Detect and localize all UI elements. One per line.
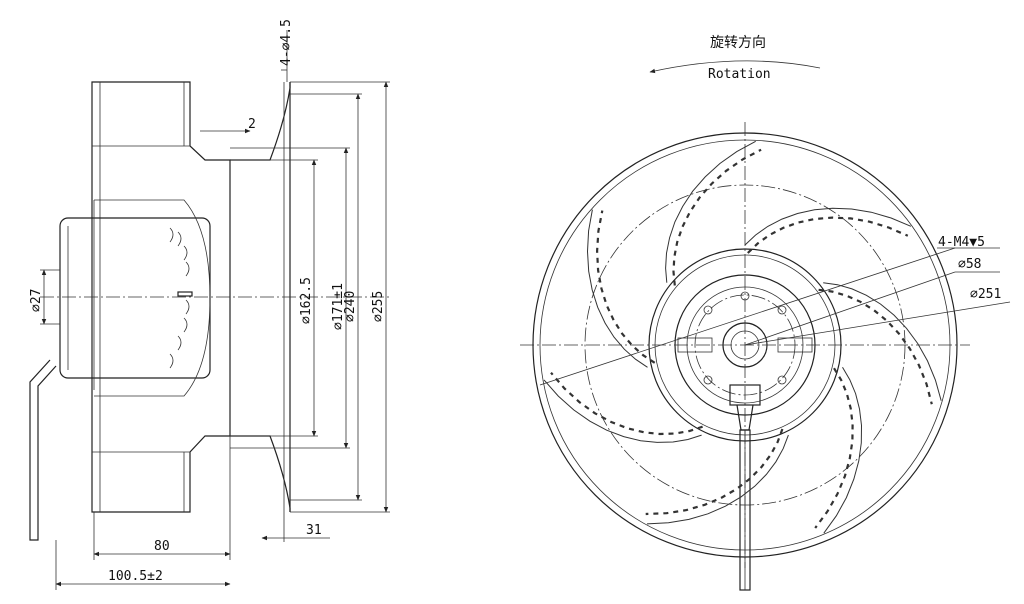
blade-outline xyxy=(744,207,912,246)
rotation-arrow xyxy=(649,60,821,74)
rotation-label-cn: 旋转方向 xyxy=(710,35,766,51)
dim-mount-holes: 4-⌀4.5 xyxy=(279,19,294,66)
blade-rivets xyxy=(747,216,909,254)
blade-rivets xyxy=(814,367,854,529)
blades xyxy=(543,140,942,534)
blade-outline xyxy=(646,434,789,525)
blade-outline xyxy=(665,140,756,283)
dim-impeller: ⌀240 xyxy=(343,291,358,322)
rotation-label-en: Rotation xyxy=(708,67,771,82)
motor-slots xyxy=(169,227,193,369)
dim-gap: 2 xyxy=(248,117,256,132)
dim-total-depth: 100.5±2 xyxy=(108,569,163,584)
blade-outline xyxy=(823,282,942,401)
cable xyxy=(29,359,57,541)
blade-rivets xyxy=(645,428,784,516)
blade-outline xyxy=(823,367,863,534)
dim-screw: 4-M4▼5 xyxy=(938,235,985,250)
blade-rivets xyxy=(550,371,703,436)
dim-outer: ⌀251 xyxy=(970,287,1001,302)
dim-flange: ⌀255 xyxy=(371,291,386,322)
dim-31: 31 xyxy=(306,523,322,538)
dim-shaft: ⌀27 xyxy=(29,289,44,312)
side-view: 4-⌀4.5 2 ⌀27 ⌀162.5 ⌀171±1 ⌀240 ⌀255 31 xyxy=(29,19,390,590)
dim-80: 80 xyxy=(154,539,170,554)
front-view: 旋转方向 Rotation xyxy=(520,35,1011,591)
blade-outline xyxy=(543,379,702,443)
dim-inner: ⌀171±1 xyxy=(331,283,346,330)
blade-rivets xyxy=(595,210,656,364)
blade-outline xyxy=(586,209,648,368)
cable-outlet xyxy=(729,384,761,406)
dim-hub: ⌀58 xyxy=(958,257,981,272)
blade-rivets xyxy=(818,288,933,405)
motor-housing xyxy=(59,217,211,379)
blade-rivets xyxy=(672,148,762,286)
dim-inlet: ⌀162.5 xyxy=(299,277,314,324)
